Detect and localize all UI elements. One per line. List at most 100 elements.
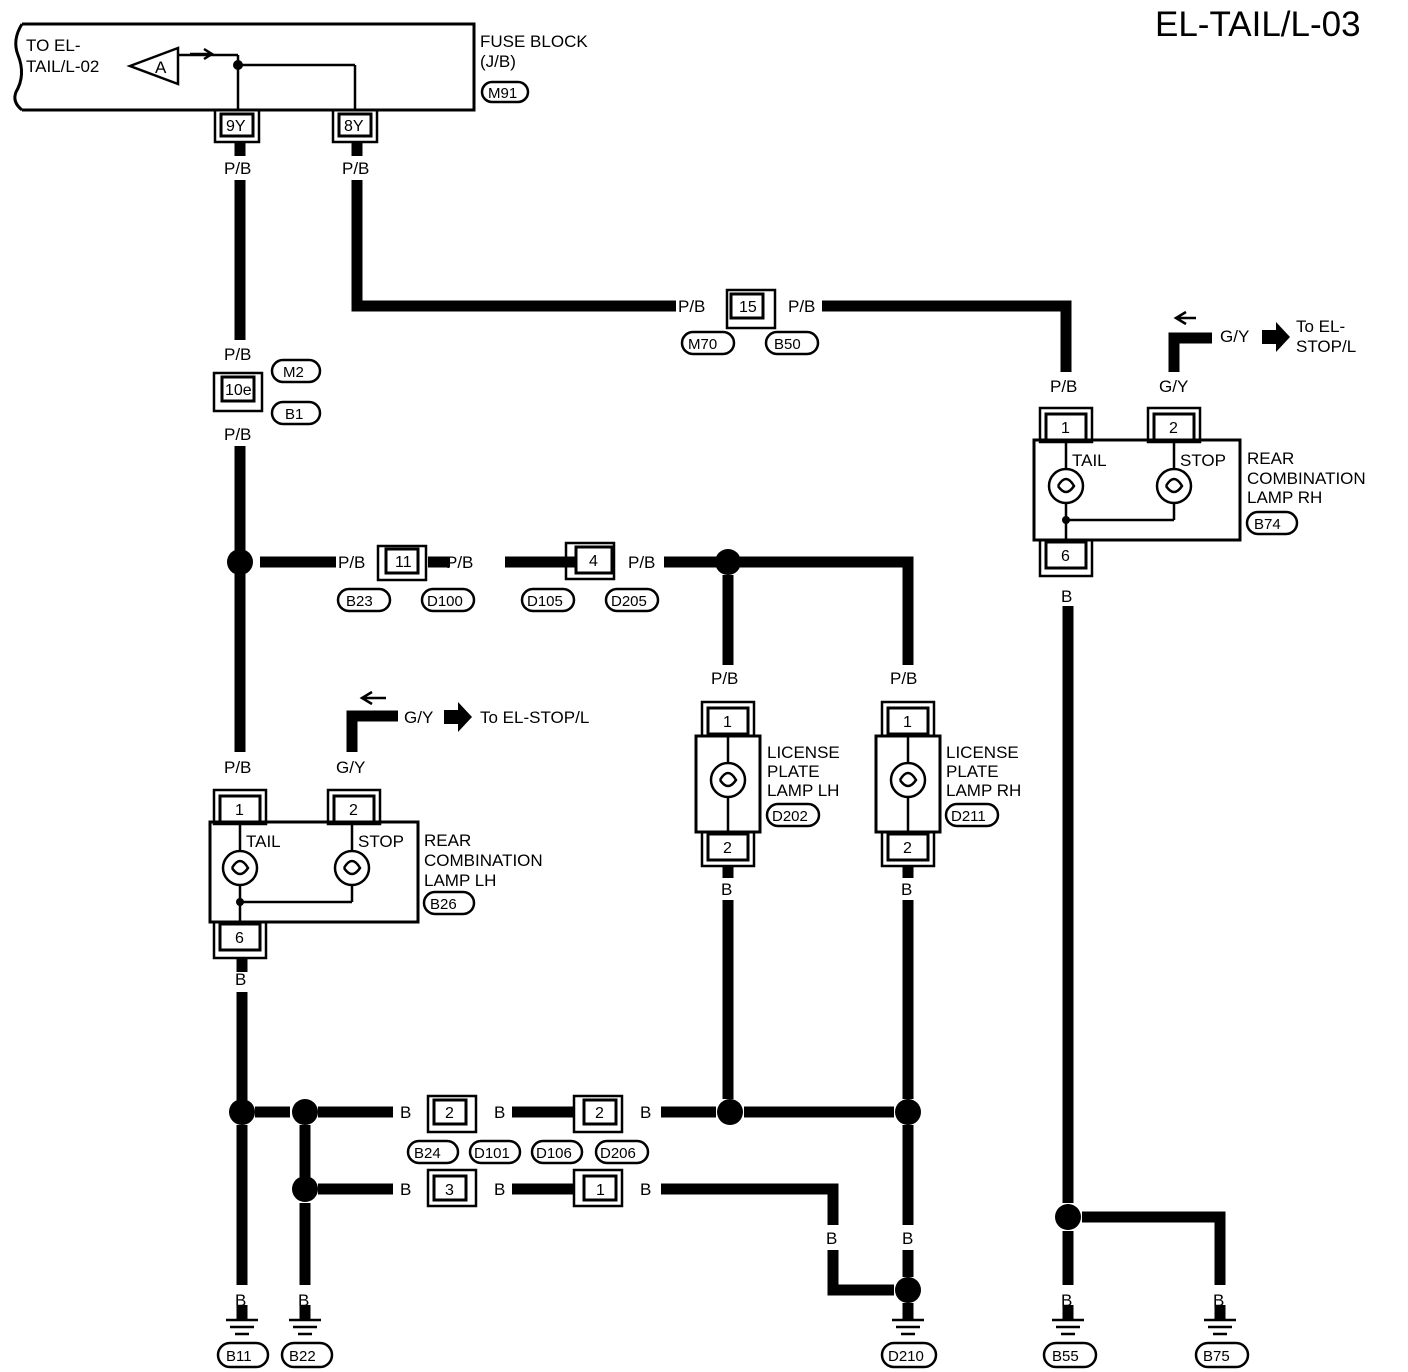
svg-text:STOP/L: STOP/L [1296, 337, 1356, 356]
license-plate-lamp-lh: 1 2 LICENSE PLATE LAMP LH D202 [694, 700, 840, 878]
junction-3: 3 [426, 1168, 478, 1208]
svg-text:PLATE: PLATE [767, 762, 820, 781]
svg-text:9Y: 9Y [226, 118, 246, 135]
svg-text:1: 1 [1061, 420, 1070, 437]
ground-b22: B22 [280, 1305, 334, 1369]
svg-text:M70: M70 [688, 336, 717, 353]
svg-text:M2: M2 [283, 364, 304, 381]
svg-text:LAMP RH: LAMP RH [1247, 488, 1322, 507]
svg-text:B: B [494, 1180, 505, 1199]
fuse-block-pin-8y: 8Y [331, 108, 379, 144]
svg-text:B26: B26 [430, 896, 457, 913]
rear-combination-lamp-lh: 1 2 6 TAIL STOP REAR COMBINATION LAMP LH… [208, 788, 543, 972]
svg-text:B: B [640, 1103, 651, 1122]
svg-text:LAMP LH: LAMP LH [424, 871, 496, 890]
svg-text:B55: B55 [1052, 1348, 1079, 1365]
fuse-block: TO EL- TAIL/L-02 A FUSE BLOCK (J/B) M91 [13, 22, 588, 112]
svg-text:B23: B23 [346, 593, 373, 610]
fuse-block-link-line1: TO EL- [26, 36, 80, 55]
svg-text:11: 11 [395, 554, 412, 571]
svg-text:D206: D206 [600, 1145, 636, 1162]
svg-text:G/Y: G/Y [404, 708, 433, 727]
svg-text:G/Y: G/Y [336, 758, 365, 777]
svg-text:B: B [494, 1103, 505, 1122]
svg-text:6: 6 [235, 930, 244, 947]
svg-text:2: 2 [595, 1105, 604, 1122]
junction-d106-d206: 2 D106 D206 [530, 1094, 650, 1165]
fuse-block-name-line1: FUSE BLOCK [480, 32, 588, 51]
svg-text:P/B: P/B [628, 553, 655, 572]
fuse-block-connector-id: M91 [488, 85, 517, 102]
svg-text:D210: D210 [888, 1348, 924, 1365]
svg-text:P/B: P/B [711, 669, 738, 688]
svg-text:8Y: 8Y [344, 118, 364, 135]
svg-text:6: 6 [1061, 548, 1070, 565]
svg-text:B: B [235, 970, 246, 989]
to-stop-lh-link: To EL-STOP/L [359, 690, 589, 732]
svg-text:B: B [826, 1229, 837, 1248]
svg-text:COMBINATION: COMBINATION [424, 851, 543, 870]
svg-text:P/B: P/B [1050, 377, 1077, 396]
svg-text:LAMP RH: LAMP RH [946, 781, 1021, 800]
fuse-block-pin-9y: 9Y [213, 108, 261, 144]
svg-text:15: 15 [739, 299, 757, 316]
svg-text:B: B [235, 1291, 246, 1310]
svg-text:LICENSE: LICENSE [946, 743, 1019, 762]
svg-text:P/B: P/B [338, 553, 365, 572]
svg-text:B1: B1 [285, 406, 303, 423]
junction-15: 15 M70 B50 [680, 288, 820, 356]
svg-text:REAR: REAR [1247, 449, 1294, 468]
svg-text:B75: B75 [1203, 1348, 1230, 1365]
rear-combination-lamp-rh: 1 2 6 TAIL STOP REAR COMBINATION LAMP RH… [1032, 406, 1366, 578]
junction-10e: 10e M2 B1 [212, 358, 322, 426]
svg-text:D202: D202 [772, 808, 808, 825]
svg-text:P/B: P/B [446, 553, 473, 572]
ground-b11: B11 [216, 1305, 270, 1369]
svg-text:B: B [640, 1180, 651, 1199]
svg-text:G/Y: G/Y [1159, 377, 1188, 396]
svg-text:P/B: P/B [224, 425, 251, 444]
svg-text:LICENSE: LICENSE [767, 743, 840, 762]
ground-d210: D210 [880, 1318, 938, 1369]
svg-text:P/B: P/B [342, 159, 369, 178]
fuse-block-link-line2: TAIL/L-02 [26, 57, 99, 76]
fuse-block-name-line2: (J/B) [480, 52, 516, 71]
svg-text:STOP: STOP [358, 832, 404, 851]
svg-text:10e: 10e [225, 382, 252, 399]
svg-text:D105: D105 [527, 593, 563, 610]
svg-text:B: B [902, 1229, 913, 1248]
svg-text:2: 2 [723, 840, 732, 857]
to-stop-rh-link: To EL- STOP/L [1173, 310, 1356, 356]
page-title: EL-TAIL/L-03 [1155, 5, 1361, 44]
svg-text:REAR: REAR [424, 831, 471, 850]
svg-text:B: B [721, 880, 732, 899]
svg-text:1: 1 [235, 802, 244, 819]
svg-text:B22: B22 [289, 1348, 316, 1365]
svg-text:3: 3 [445, 1182, 454, 1199]
svg-text:G/Y: G/Y [1220, 327, 1249, 346]
svg-text:B: B [1061, 1291, 1072, 1310]
svg-text:D205: D205 [611, 593, 647, 610]
svg-text:P/B: P/B [224, 345, 251, 364]
svg-text:To EL-: To EL- [1296, 317, 1345, 336]
svg-text:P/B: P/B [224, 159, 251, 178]
svg-text:B: B [298, 1291, 309, 1310]
svg-text:D211: D211 [951, 808, 986, 825]
wires [234, 142, 1226, 1320]
svg-text:P/B: P/B [788, 297, 815, 316]
junction-4: 4 D105 D205 [520, 541, 660, 613]
svg-text:4: 4 [589, 553, 598, 570]
svg-text:D106: D106 [536, 1145, 572, 1162]
svg-text:B74: B74 [1254, 516, 1281, 533]
svg-text:TAIL: TAIL [246, 832, 281, 851]
svg-text:B24: B24 [414, 1145, 441, 1162]
svg-text:1: 1 [903, 714, 912, 731]
license-plate-lamp-rh: 1 2 LICENSE PLATE LAMP RH D211 [874, 700, 1021, 878]
svg-text:STOP: STOP [1180, 451, 1226, 470]
ground-b75: B75 [1194, 1305, 1250, 1369]
svg-text:P/B: P/B [890, 669, 917, 688]
svg-text:B50: B50 [774, 336, 801, 353]
splice-points [227, 549, 1081, 1303]
svg-text:2: 2 [445, 1105, 454, 1122]
svg-text:2: 2 [349, 802, 358, 819]
